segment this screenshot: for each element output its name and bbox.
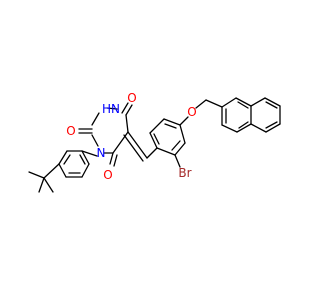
bond [123, 134, 144, 162]
bond [149, 118, 165, 134]
bond [58, 163, 67, 178]
oxygen-atom-label: O [127, 91, 136, 105]
bond [43, 177, 54, 193]
bond [63, 154, 71, 165]
bond [81, 150, 98, 157]
bond [112, 131, 129, 154]
bond [153, 133, 160, 145]
bond [38, 177, 45, 193]
bond [125, 114, 129, 133]
bond [236, 123, 252, 133]
bond [265, 121, 278, 129]
bromine-atom-label: Br [178, 166, 191, 180]
bond [205, 99, 223, 108]
bond [106, 107, 118, 110]
bond [146, 147, 158, 159]
bond [79, 154, 86, 165]
bond [149, 132, 158, 149]
bond [127, 131, 148, 159]
nitrogen-atom-label: N [97, 146, 106, 160]
bond [265, 123, 281, 133]
bond [109, 152, 114, 165]
bond [238, 121, 249, 129]
bond [125, 104, 133, 116]
molecule-structure: O HN O N O O Br [28, 91, 281, 193]
tert-butylphenyl-bonds [28, 150, 98, 193]
pyrimidine-ring-bonds [78, 102, 133, 167]
naphthalene-bonds [221, 97, 281, 133]
bond [164, 123, 177, 129]
bond [91, 134, 99, 147]
bond [179, 116, 189, 126]
bond [174, 154, 181, 168]
bond [171, 140, 181, 151]
nitrogen-hn-atom-label: HN [102, 102, 120, 116]
oxygen-atom-label: O [66, 124, 75, 138]
ether-oxygen-atom-label: O [187, 105, 196, 119]
bond [121, 102, 129, 114]
bond [174, 142, 186, 156]
bond [195, 99, 207, 109]
bond [113, 154, 118, 167]
bond [163, 118, 181, 126]
bond [81, 163, 90, 178]
bond [235, 97, 252, 107]
bond [221, 124, 238, 133]
bond [221, 97, 237, 108]
oxygen-atom-label: O [103, 168, 112, 182]
bond [250, 97, 266, 107]
bromophenyl-bonds [149, 116, 189, 168]
molecule-canvas: O HN O N O O Br [28, 91, 281, 193]
ether-linker-bonds [195, 99, 223, 109]
bond [250, 123, 267, 133]
bond [28, 171, 45, 179]
bond [156, 147, 176, 156]
bond [179, 124, 186, 144]
methylidene-bonds [123, 131, 158, 162]
bond [264, 97, 281, 107]
bond [237, 101, 249, 109]
bond [81, 150, 90, 165]
bond [58, 150, 68, 165]
bond [265, 101, 278, 109]
bond [91, 112, 100, 126]
bond [43, 163, 60, 179]
